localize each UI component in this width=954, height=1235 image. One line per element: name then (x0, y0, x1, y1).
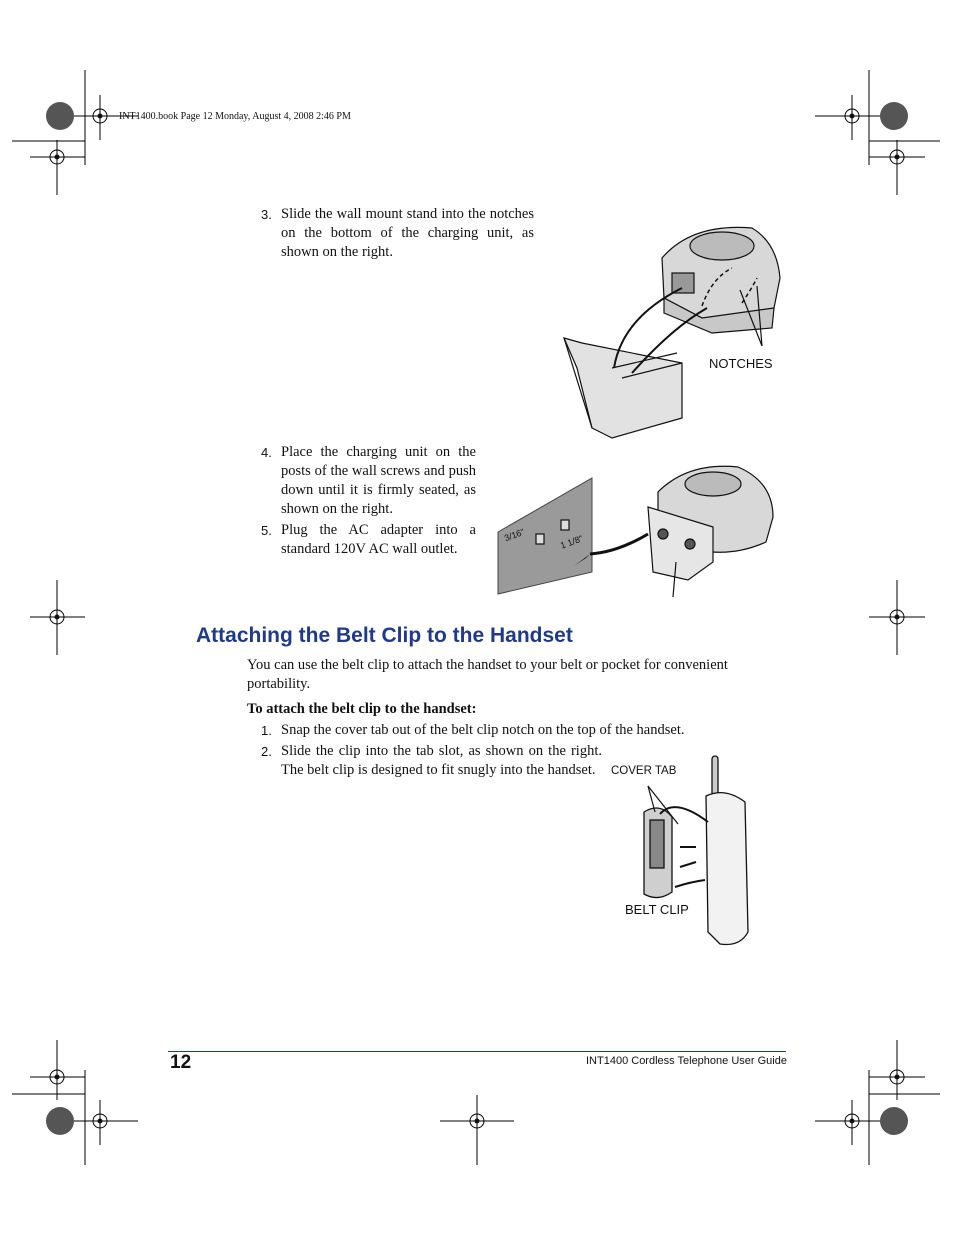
footer-title: INT1400 Cordless Telephone User Guide (586, 1055, 787, 1067)
step-number: 1. (261, 723, 272, 738)
cover-tab-label: COVER TAB (611, 765, 677, 777)
belt-step-2: 2. Slide the clip into the tab slot, as … (261, 742, 602, 780)
wall-mount-illustration (562, 226, 781, 439)
procedure-subheading: To attach the belt clip to the handset: (247, 701, 477, 717)
step-number: 5. (261, 523, 272, 538)
step-number: 4. (261, 445, 272, 460)
step-text: Snap the cover tab out of the belt clip … (281, 722, 685, 738)
step-number: 3. (261, 207, 272, 222)
step-text: Slide the clip into the tab slot, as sho… (281, 743, 602, 778)
notches-label: NOTCHES (709, 356, 773, 371)
page-number: 12 (170, 1052, 192, 1073)
belt-clip-illustration (643, 755, 749, 946)
section-intro: You can use the belt clip to attach the … (247, 657, 728, 692)
wall-screws-illustration (497, 465, 774, 598)
step-3: 3. Slide the wall mount stand into the n… (261, 205, 534, 262)
step-5: 5. Plug the AC adapter into a standard 1… (261, 521, 476, 559)
step-text: Slide the wall mount stand into the notc… (281, 206, 534, 260)
print-slug: INT1400.book Page 12 Monday, August 4, 2… (119, 111, 351, 122)
step-text: Place the charging unit on the posts of … (281, 444, 476, 517)
section-heading: Attaching the Belt Clip to the Handset (196, 624, 573, 647)
belt-step-1: 1. Snap the cover tab out of the belt cl… (261, 721, 787, 740)
footer-rule (168, 1051, 786, 1052)
step-text: Plug the AC adapter into a standard 120V… (281, 522, 476, 557)
belt-clip-label: BELT CLIP (625, 902, 689, 917)
step-number: 2. (261, 744, 272, 759)
step-4: 4. Place the charging unit on the posts … (261, 443, 476, 519)
